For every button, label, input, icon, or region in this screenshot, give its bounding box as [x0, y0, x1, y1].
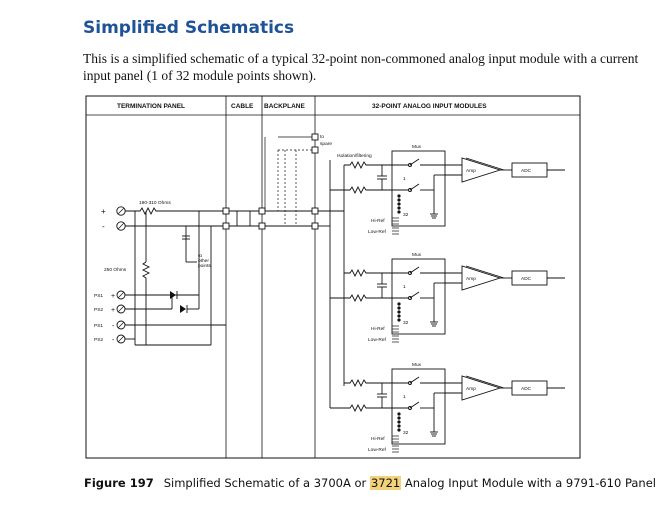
terminal-minus	[116, 221, 126, 231]
amplifier	[461, 375, 502, 401]
connector-backplane-top	[258, 207, 266, 215]
hi-ref-label: Hi-Ref	[371, 218, 385, 224]
ps2-plus-sign: +	[111, 307, 115, 314]
adc-label: ADC	[521, 168, 532, 174]
input-resistor-a	[344, 160, 392, 170]
input-resistor-b	[330, 293, 392, 303]
point-first-label: 1	[403, 176, 406, 182]
input-resistor-b	[330, 185, 392, 195]
terminal-ps1-minus	[116, 320, 126, 330]
terminal-ps2-minus	[116, 334, 126, 344]
header-backplane: BACKPLANE	[264, 103, 305, 110]
input-resistor-a	[344, 268, 392, 278]
amp-label: Amp	[466, 168, 476, 174]
input-resistor-b	[330, 403, 392, 413]
point-last-label: 32	[403, 212, 409, 218]
hi-ref-label: Hi-Ref	[371, 326, 385, 332]
minus-sign: -	[102, 222, 105, 231]
connector-backplane-bottom	[258, 222, 266, 230]
to-other-3: points	[198, 263, 211, 269]
point-first-label: 1	[403, 284, 406, 290]
figure-label: Figure 197	[84, 476, 154, 490]
connector-spare-2	[311, 146, 319, 154]
point-last-label: 32	[403, 430, 409, 436]
mux-box	[391, 258, 446, 335]
hi-ref-label: Hi-Ref	[371, 436, 385, 442]
to-spare-1: to	[320, 134, 324, 140]
connector-cable-bottom	[222, 222, 230, 230]
amplifier	[461, 157, 502, 183]
header-modules: 32-POINT ANALOG INPUT MODULES	[372, 103, 487, 110]
shunt-label: 250 Ohms	[104, 267, 127, 273]
adc-label: ADC	[521, 276, 532, 282]
isolation-label: Isolation/filtering	[337, 153, 372, 159]
amp-label: Amp	[466, 386, 476, 392]
figure-caption: Figure 197 Simplified Schematic of a 3700…	[84, 476, 656, 490]
header-termination-panel: TERMINATION PANEL	[117, 103, 185, 110]
terminal-plus	[116, 206, 126, 216]
ps1-plus-label: PS1	[94, 293, 103, 299]
shunt-resistor	[141, 261, 151, 345]
low-ref-label: Low-Ref	[368, 337, 387, 343]
diode-ps2	[180, 305, 188, 313]
ps1-minus-sign: -	[112, 323, 115, 330]
point-first-label: 1	[403, 394, 406, 400]
connector-module-bottom	[311, 222, 319, 230]
to-spare-2: spare	[320, 141, 332, 147]
caption-text-before: Simplified Schematic of a 3700A or	[163, 476, 370, 490]
caption-highlight: 3721	[369, 476, 402, 490]
connector-module-top	[311, 207, 319, 215]
ps2-minus-sign: -	[112, 337, 115, 344]
series-resistor	[125, 206, 199, 216]
adc-label: ADC	[521, 386, 532, 392]
ps2-minus-label: PS2	[94, 337, 103, 343]
intro-paragraph: This is a simplified schematic of a typi…	[83, 51, 639, 83]
diode-ps1	[170, 291, 178, 299]
to-other-1: to	[198, 253, 202, 259]
ps2-plus-label: PS2	[94, 307, 103, 313]
low-ref-label: Low-Ref	[368, 229, 387, 235]
to-other-2: other	[198, 258, 209, 264]
resistor-range-label: 190-310 Ohms	[139, 200, 171, 206]
header-cable: CABLE	[231, 103, 254, 110]
mux-box	[391, 368, 446, 445]
point-last-label: 32	[403, 320, 409, 326]
mux-label: Mux	[412, 362, 422, 368]
mux-box	[391, 150, 446, 227]
section-title: Simplified Schematics	[83, 18, 295, 38]
amplifier	[461, 265, 502, 291]
low-ref-label: Low-Ref	[368, 447, 387, 453]
ps1-minus-label: PS1	[94, 323, 103, 329]
connector-cable-top	[222, 207, 230, 215]
ps1-plus-sign: +	[111, 293, 115, 300]
plus-sign: +	[101, 207, 106, 216]
mux-label: Mux	[412, 252, 422, 258]
terminal-ps1-plus	[116, 290, 126, 300]
connector-spare-1	[311, 133, 319, 141]
amp-label: Amp	[466, 276, 476, 282]
terminal-ps2-plus	[116, 304, 126, 314]
caption-text-after: Analog Input Module with a 9791-610 Pane…	[401, 476, 656, 490]
input-resistor-a	[344, 378, 392, 388]
diagram-frame	[85, 95, 581, 459]
mux-label: Mux	[412, 144, 422, 150]
